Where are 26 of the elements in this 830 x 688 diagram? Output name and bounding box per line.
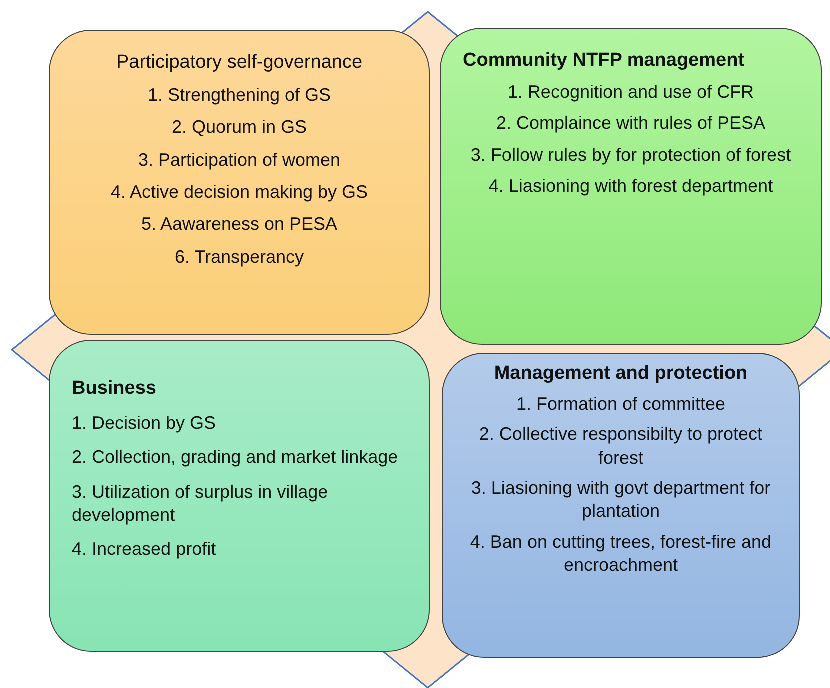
list-item: 6. Transperancy bbox=[174, 246, 306, 269]
list-item: 2. Collection, grading and market linkage bbox=[72, 446, 400, 470]
list-item: 1. Formation of committee bbox=[515, 392, 727, 416]
list-item: 3. Participation of women bbox=[137, 148, 342, 172]
card-heading: Participatory self-governance bbox=[115, 51, 364, 75]
card-heading: Community NTFP management bbox=[463, 49, 746, 73]
list-item: 1. Recognition and use of CFR bbox=[506, 80, 756, 104]
list-item: 4. Ban on cutting trees, forest-fire and encroachment bbox=[469, 530, 773, 578]
topic-card bbox=[49, 30, 430, 335]
list-item: 3. Liasioning with govt department for plantation bbox=[470, 476, 772, 524]
list-item: 4. Active decision making by GS bbox=[110, 180, 370, 204]
list-item: 2. Complaince with rules of PESA bbox=[495, 112, 767, 136]
card-heading: Management and protection bbox=[493, 362, 749, 386]
list-item: 1. Decision by GS bbox=[72, 412, 218, 435]
list-item: 5. Aawareness on PESA bbox=[140, 213, 339, 236]
list-item: 4. Increased profit bbox=[72, 538, 218, 562]
topic-card bbox=[49, 340, 430, 652]
list-item: 3. Follow rules by for protection of forest bbox=[470, 144, 792, 167]
list-item: 1. Strengthening of GS bbox=[146, 84, 332, 107]
list-item: 4. Liasioning with forest department bbox=[488, 174, 774, 198]
card-heading: Business bbox=[72, 377, 158, 401]
list-item: 3. Utilization of surplus in village development bbox=[72, 480, 330, 527]
topic-card bbox=[442, 353, 800, 658]
topic-card bbox=[440, 28, 822, 345]
list-item: 2. Collective responsibilty to protect forest bbox=[478, 423, 764, 470]
list-item: 2. Quorum in GS bbox=[170, 116, 308, 140]
